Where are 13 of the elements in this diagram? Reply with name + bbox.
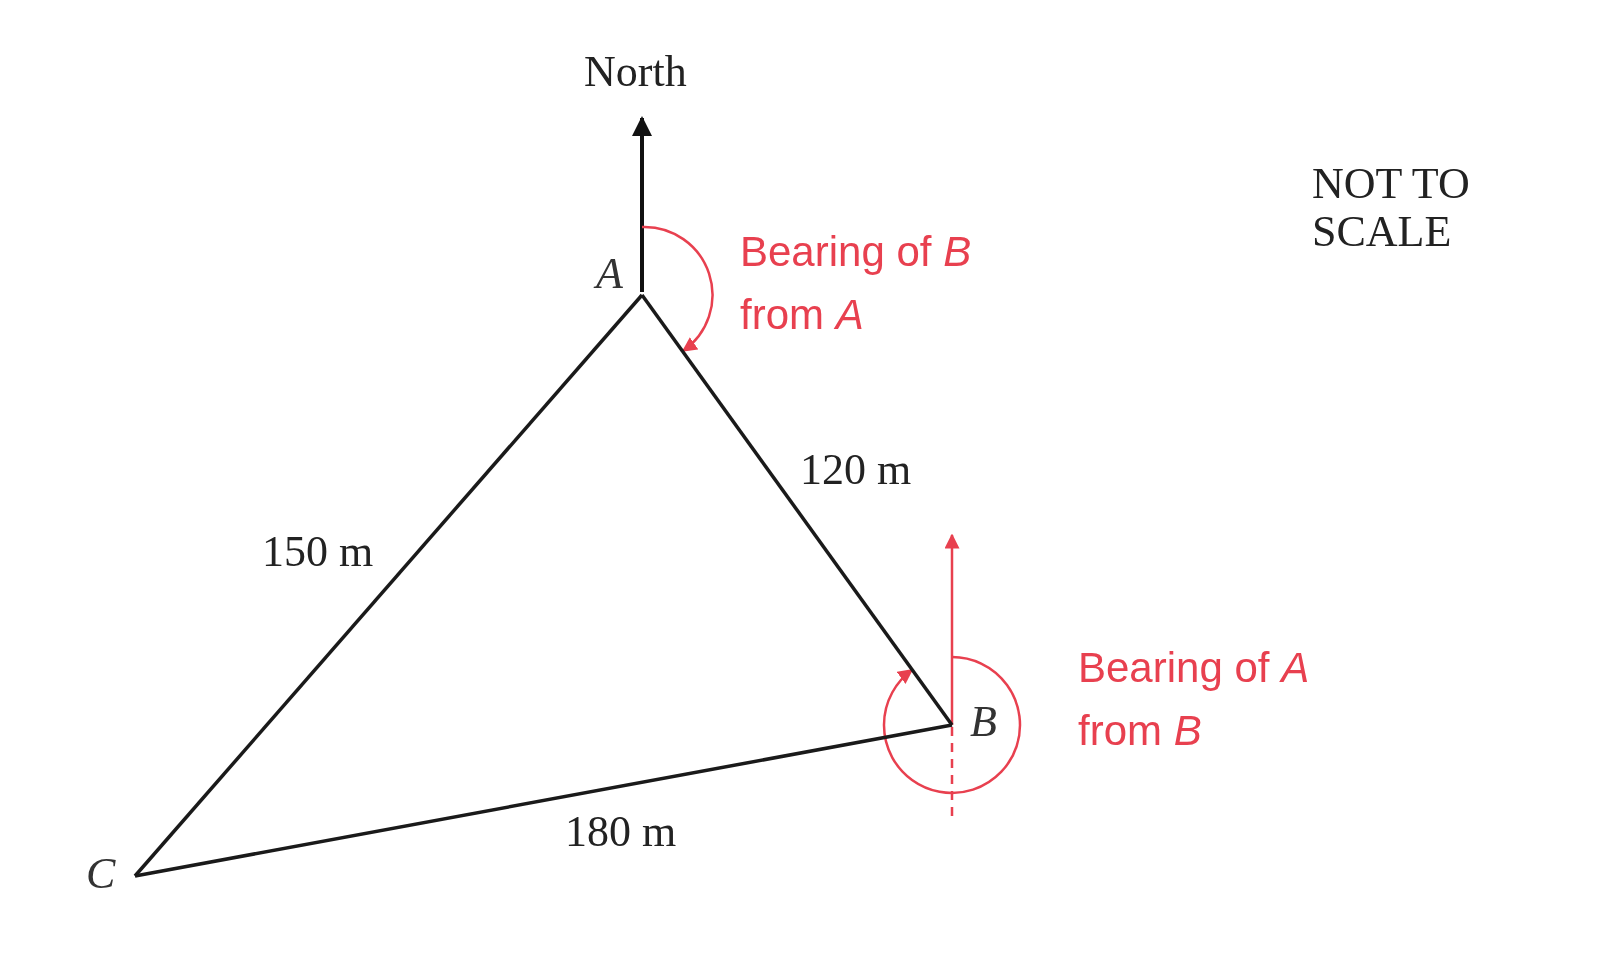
vertex-label: C bbox=[84, 852, 136, 904]
triangle-side bbox=[640, 293, 954, 727]
triangle-side bbox=[133, 293, 644, 878]
edge-label: 120 m bbox=[800, 446, 912, 495]
angle-label: Bearing of B from A bbox=[740, 227, 973, 340]
triangle-side bbox=[134, 723, 953, 878]
edge-label: 180 m bbox=[565, 808, 677, 857]
edge-label: 150 m bbox=[262, 528, 374, 577]
compass-label: North bbox=[584, 48, 687, 97]
angle-label: Bearing of A from B bbox=[1078, 643, 1311, 756]
scale-note: NOT TO SCALE bbox=[1312, 160, 1471, 257]
vertex-label: A bbox=[592, 252, 644, 296]
vertex-label: B bbox=[950, 700, 1006, 750]
